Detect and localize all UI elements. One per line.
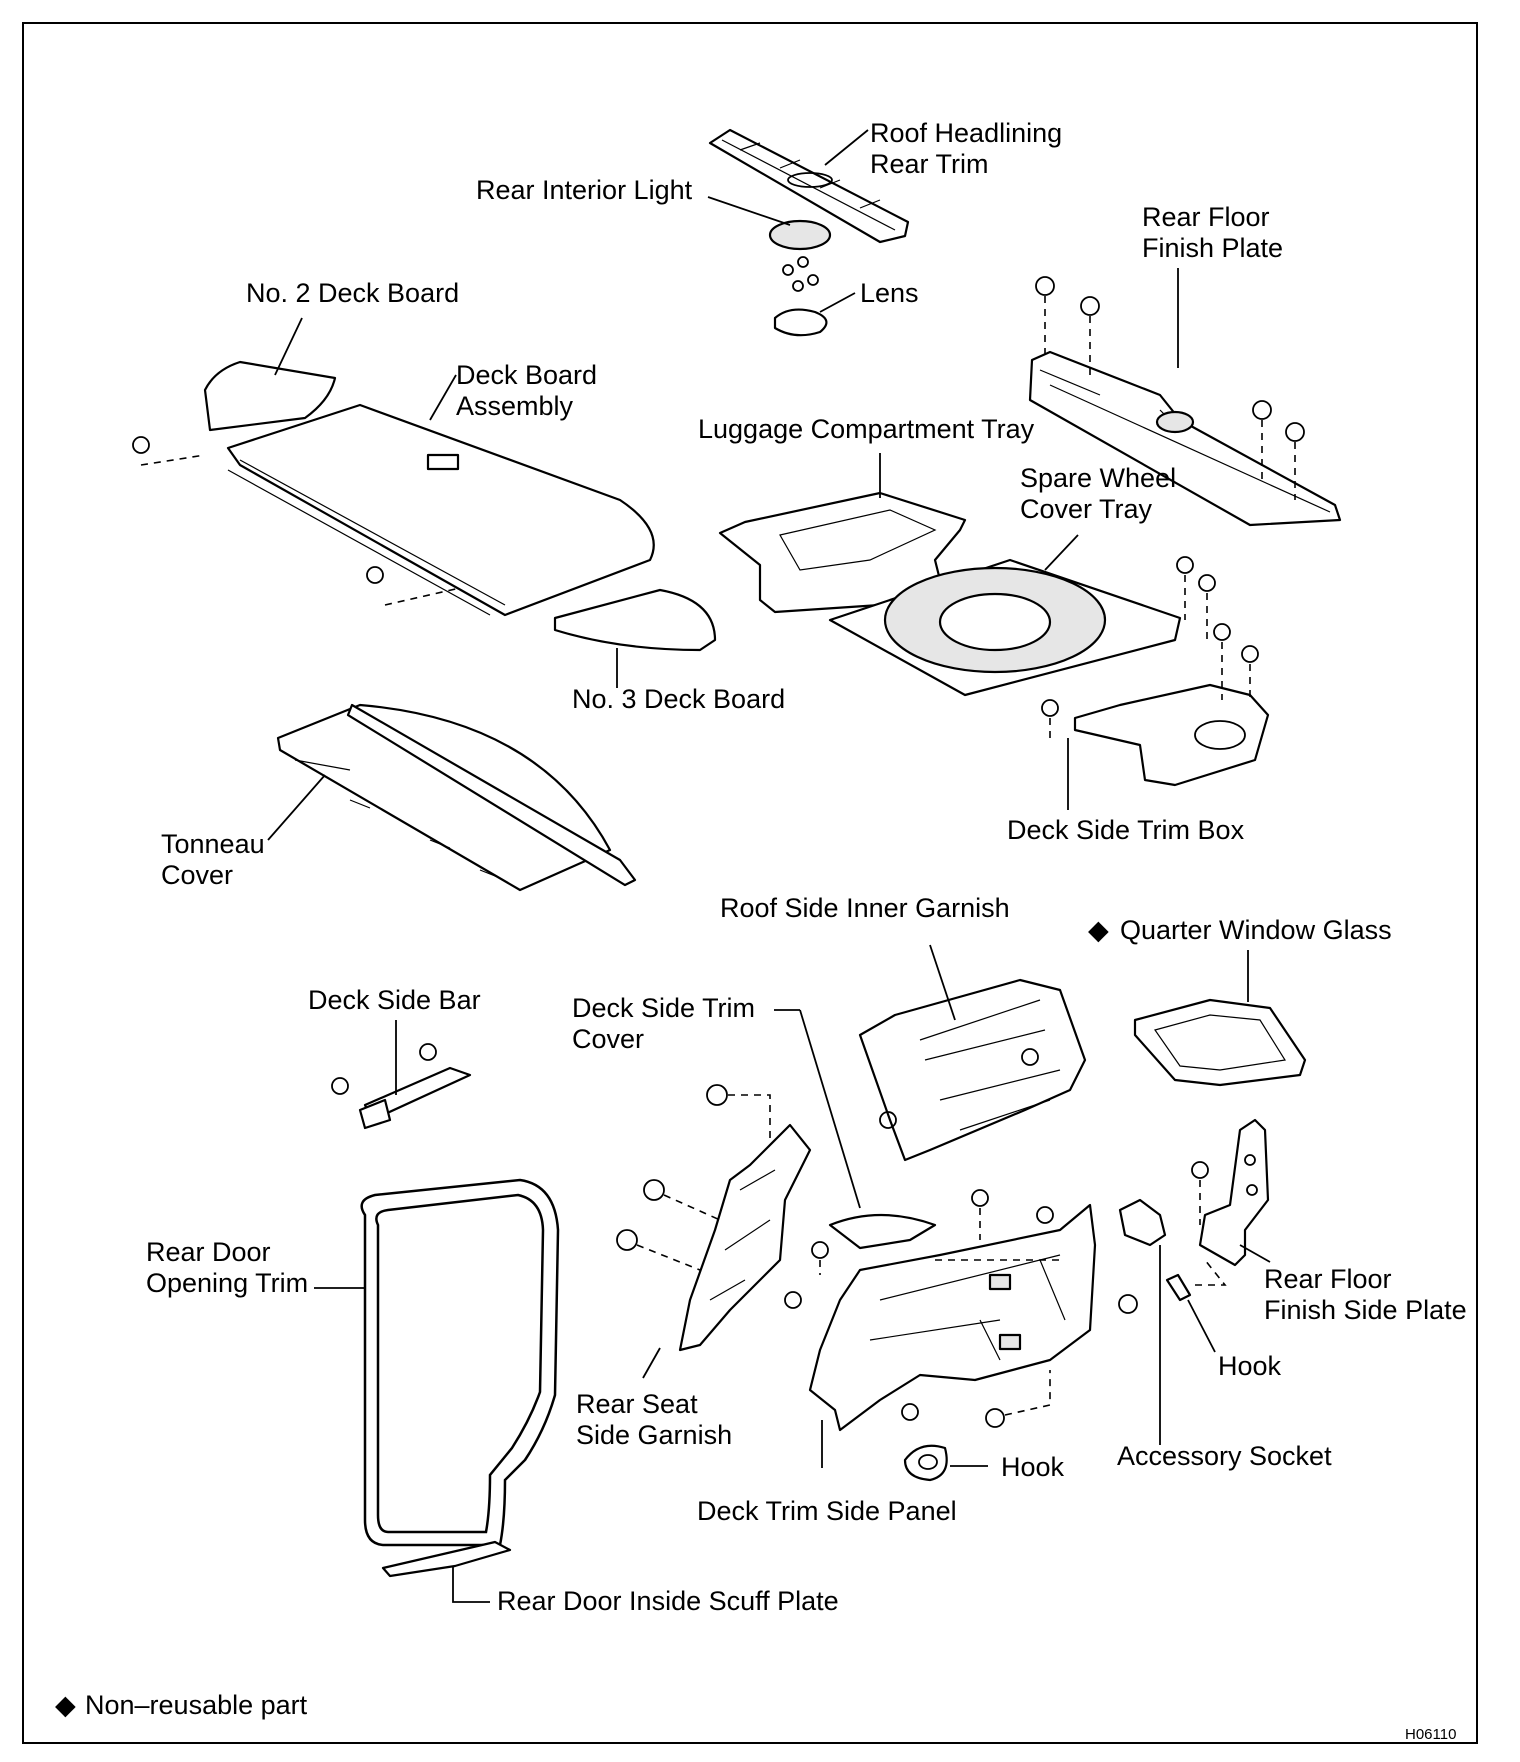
label-deck-side-bar: Deck Side Bar xyxy=(308,985,481,1015)
roof-side-inner-garnish-part xyxy=(858,944,1087,1162)
label-deck-side-trim-box: Deck Side Trim Box xyxy=(1007,815,1245,845)
label-lens: Lens xyxy=(860,278,919,308)
hook-bottom-part xyxy=(903,1444,988,1482)
no2-deck-board-part xyxy=(203,317,337,432)
label-quarter-window-glass: Quarter Window Glass xyxy=(1120,915,1392,945)
deck-board-assembly-part xyxy=(132,374,655,617)
label-hook-bottom: Hook xyxy=(1001,1452,1065,1482)
rear-floor-finish-plate-part xyxy=(1028,268,1342,527)
figure-code: H06110 xyxy=(1405,1726,1457,1743)
label-rear-interior-light: Rear Interior Light xyxy=(476,175,693,205)
label-rear-door-opening-trim: Rear Door Opening Trim xyxy=(146,1237,309,1298)
label-luggage-compartment-tray: Luggage Compartment Tray xyxy=(698,414,1035,444)
label-deck-trim-side-panel: Deck Trim Side Panel xyxy=(697,1496,957,1526)
deck-side-trim-cover-part xyxy=(774,1009,937,1250)
quarter-window-glass-part xyxy=(1133,950,1307,1087)
label-rear-floor-finish-side-plate: Rear Floor Finish Side Plate xyxy=(1264,1264,1467,1325)
deck-trim-side-panel-part xyxy=(808,1189,1097,1468)
rear-door-opening-trim-part xyxy=(314,1178,560,1547)
hook-right-part xyxy=(1165,1259,1227,1353)
rear-floor-finish-side-plate-part xyxy=(1191,1118,1271,1267)
label-no2-deck-board: No. 2 Deck Board xyxy=(246,278,460,308)
label-accessory-socket: Accessory Socket xyxy=(1117,1441,1332,1471)
diamond-icon: ◆ xyxy=(1088,915,1109,945)
label-rear-floor-finish-plate: Rear Floor Finish Plate xyxy=(1142,202,1284,263)
luggage-compartment-tray-part xyxy=(718,453,967,614)
no3-deck-board-part xyxy=(553,588,717,688)
label-roof-side-inner-garnish: Roof Side Inner Garnish xyxy=(720,893,1010,923)
label-hook-right: Hook xyxy=(1218,1351,1282,1381)
label-spare-wheel-cover-tray: Spare Wheel Cover Tray xyxy=(1020,463,1177,524)
deck-side-trim-box-part xyxy=(1041,556,1270,810)
label-tonneau-cover: Tonneau Cover xyxy=(161,829,265,890)
rear-door-inside-scuff-plate-part xyxy=(381,1540,512,1603)
label-rear-seat-side-garnish: Rear Seat Side Garnish xyxy=(576,1389,733,1450)
legend-text: Non–reusable part xyxy=(85,1690,308,1720)
roof-headlining-rear-trim-part xyxy=(708,128,910,244)
diagram-frame xyxy=(22,22,1478,1744)
rear-interior-light-part xyxy=(707,196,856,337)
legend-diamond-icon: ◆ xyxy=(55,1690,76,1720)
rear-seat-side-garnish-part xyxy=(616,1084,812,1379)
label-roof-headlining-rear-trim: Roof Headlining Rear Trim xyxy=(870,118,1063,179)
label-deck-board-assembly: Deck Board Assembly xyxy=(456,360,598,421)
label-no3-deck-board: No. 3 Deck Board xyxy=(572,684,786,714)
deck-side-bar-part xyxy=(331,1020,472,1130)
spare-wheel-cover-tray-part xyxy=(828,534,1182,697)
tonneau-cover-part xyxy=(267,703,637,892)
label-deck-side-trim-cover: Deck Side Trim Cover xyxy=(572,993,756,1054)
label-rear-door-inside-scuff-plate: Rear Door Inside Scuff Plate xyxy=(497,1586,839,1616)
accessory-socket-part xyxy=(1118,1198,1167,1445)
